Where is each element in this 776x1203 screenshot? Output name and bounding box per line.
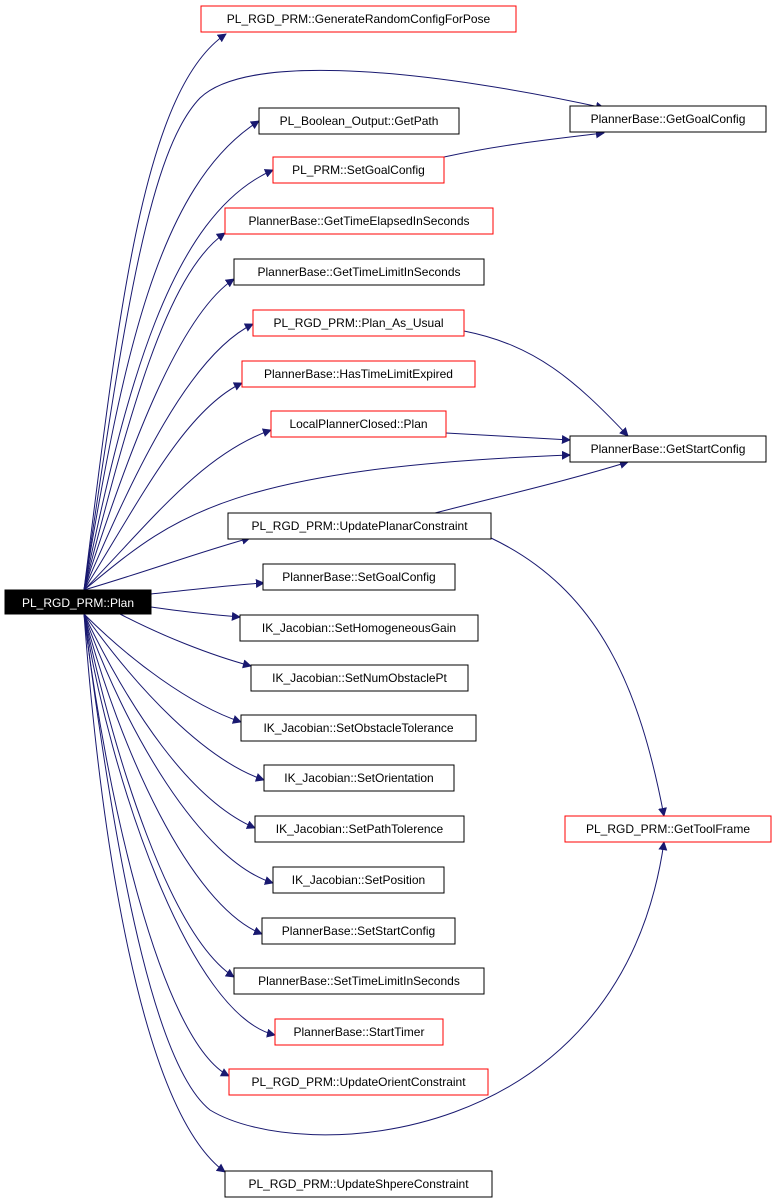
edge-root-to-n8 [83,428,272,591]
node-set-path-tolerence[interactable]: IK_Jacobian::SetPathTolerence [254,815,465,843]
edge-root-to-n3 [83,169,274,591]
node-label: PlannerBase::GetTimeLimitInSeconds [258,265,461,279]
edge-n9-to-r3 [490,537,667,817]
edge-root-to-n9 [83,535,251,591]
node-start-timer[interactable]: PlannerBase::StartTimer [274,1018,444,1046]
node-get-time-limit-in-seconds[interactable]: PlannerBase::GetTimeLimitInSeconds [233,258,485,286]
node-label: PL_PRM::SetGoalConfig [292,163,425,177]
node-set-start-config[interactable]: PlannerBase::SetStartConfig [261,917,456,945]
edge-root-to-n21 [83,613,226,1173]
node-label: PL_Boolean_Output::GetPath [280,114,439,128]
node-label: IK_Jacobian::SetOrientation [284,771,433,785]
node-label: PL_RGD_PRM::Plan_As_Usual [273,316,443,330]
node-label: IK_Jacobian::SetPathTolerence [276,822,444,836]
node-root-label: PL_RGD_PRM::Plan [22,596,134,610]
edge-n8-to-r2 [445,432,571,445]
edge-root-to-n7 [83,382,243,591]
node-get-start-config[interactable]: PlannerBase::GetStartConfig [569,435,767,463]
node-label: PlannerBase::GetTimeElapsedInSeconds [248,214,469,228]
node-set-time-limit-in-seconds[interactable]: PlannerBase::SetTimeLimitInSeconds [233,967,485,995]
edge-root-to-n14 [83,613,265,782]
node-label: PlannerBase::GetStartConfig [591,442,746,456]
edge-n9-to-r2 [434,460,629,514]
node-has-time-limit-expired[interactable]: PlannerBase::HasTimeLimitExpired [241,360,476,388]
node-set-obstacle-tolerance[interactable]: IK_Jacobian::SetObstacleTolerance [240,714,477,742]
node-label: PL_RGD_PRM::GetToolFrame [586,822,750,836]
edge-root-to-n16 [83,613,274,885]
node-label: PL_RGD_PRM::UpdatePlanarConstraint [251,519,468,533]
node-planner-base-set-goal-config[interactable]: PlannerBase::SetGoalConfig [262,563,456,591]
edge-root-to-r2 [83,450,571,591]
edge-n3-to-r1 [443,129,605,158]
edge-root-to-n10 [150,578,265,595]
node-set-position[interactable]: IK_Jacobian::SetPosition [272,866,445,894]
edge-root-to-n15 [83,613,256,829]
node-label: PlannerBase::SetStartConfig [282,924,435,938]
node-label: IK_Jacobian::SetNumObstaclePt [272,671,447,685]
node-update-planar-constraint[interactable]: PL_RGD_PRM::UpdatePlanarConstraint [227,512,492,540]
node-label: PlannerBase::SetTimeLimitInSeconds [258,974,460,988]
nodes: PL_RGD_PRM::Plan PL_RGD_PRM::GenerateRan… [4,5,772,1198]
edge-root-to-r1 [83,69,605,591]
edge-root-to-n6 [83,323,254,591]
node-get-tool-frame[interactable]: PL_RGD_PRM::GetToolFrame [564,815,772,843]
edge-root-to-n5 [83,278,235,591]
node-local-planner-closed-plan[interactable]: LocalPlannerClosed::Plan [270,410,447,438]
edge-n6-to-r2 [463,330,629,437]
edge-root-to-n2 [83,120,260,591]
edge-root-to-n19 [83,613,276,1038]
node-prm-set-goal-config[interactable]: PL_PRM::SetGoalConfig [272,156,445,184]
node-label: LocalPlannerClosed::Plan [289,417,427,431]
edge-root-to-n1 [83,33,227,591]
node-get-goal-config[interactable]: PlannerBase::GetGoalConfig [569,105,767,133]
edge-root-to-n13 [83,613,242,724]
node-label: PL_RGD_PRM::UpdateOrientConstraint [251,1075,466,1089]
edge-root-to-n18 [83,613,235,978]
node-label: IK_Jacobian::SetObstacleTolerance [263,721,453,735]
edges [83,33,668,1173]
node-label: PlannerBase::SetGoalConfig [282,570,435,584]
node-label: IK_Jacobian::SetPosition [292,873,425,887]
node-update-shpere-constraint[interactable]: PL_RGD_PRM::UpdateShpereConstraint [224,1170,493,1198]
node-root[interactable]: PL_RGD_PRM::Plan [4,589,152,615]
edge-root-to-n11 [150,606,241,621]
edge-root-to-r3 [83,613,668,1136]
node-label: PlannerBase::StartTimer [294,1025,425,1039]
node-label: PlannerBase::GetGoalConfig [591,112,746,126]
node-label: IK_Jacobian::SetHomogeneousGain [262,621,456,635]
edge-root-to-n4 [83,232,226,591]
node-set-num-obstacle-pt[interactable]: IK_Jacobian::SetNumObstaclePt [250,664,469,692]
node-label: PlannerBase::HasTimeLimitExpired [264,367,453,381]
node-label: PL_RGD_PRM::GenerateRandomConfigForPose [227,12,491,26]
node-generate-random-config-for-pose[interactable]: PL_RGD_PRM::GenerateRandomConfigForPose [200,5,517,33]
edge-root-to-n12 [119,613,252,669]
node-update-orient-constraint[interactable]: PL_RGD_PRM::UpdateOrientConstraint [228,1068,489,1096]
node-set-homogeneous-gain[interactable]: IK_Jacobian::SetHomogeneousGain [239,614,479,642]
node-plan-as-usual[interactable]: PL_RGD_PRM::Plan_As_Usual [252,309,465,337]
node-get-time-elapsed-in-seconds[interactable]: PlannerBase::GetTimeElapsedInSeconds [224,207,494,235]
node-set-orientation[interactable]: IK_Jacobian::SetOrientation [263,764,455,792]
edge-root-to-n17 [83,613,263,936]
node-label: PL_RGD_PRM::UpdateShpereConstraint [248,1177,469,1191]
node-get-path[interactable]: PL_Boolean_Output::GetPath [258,107,460,135]
